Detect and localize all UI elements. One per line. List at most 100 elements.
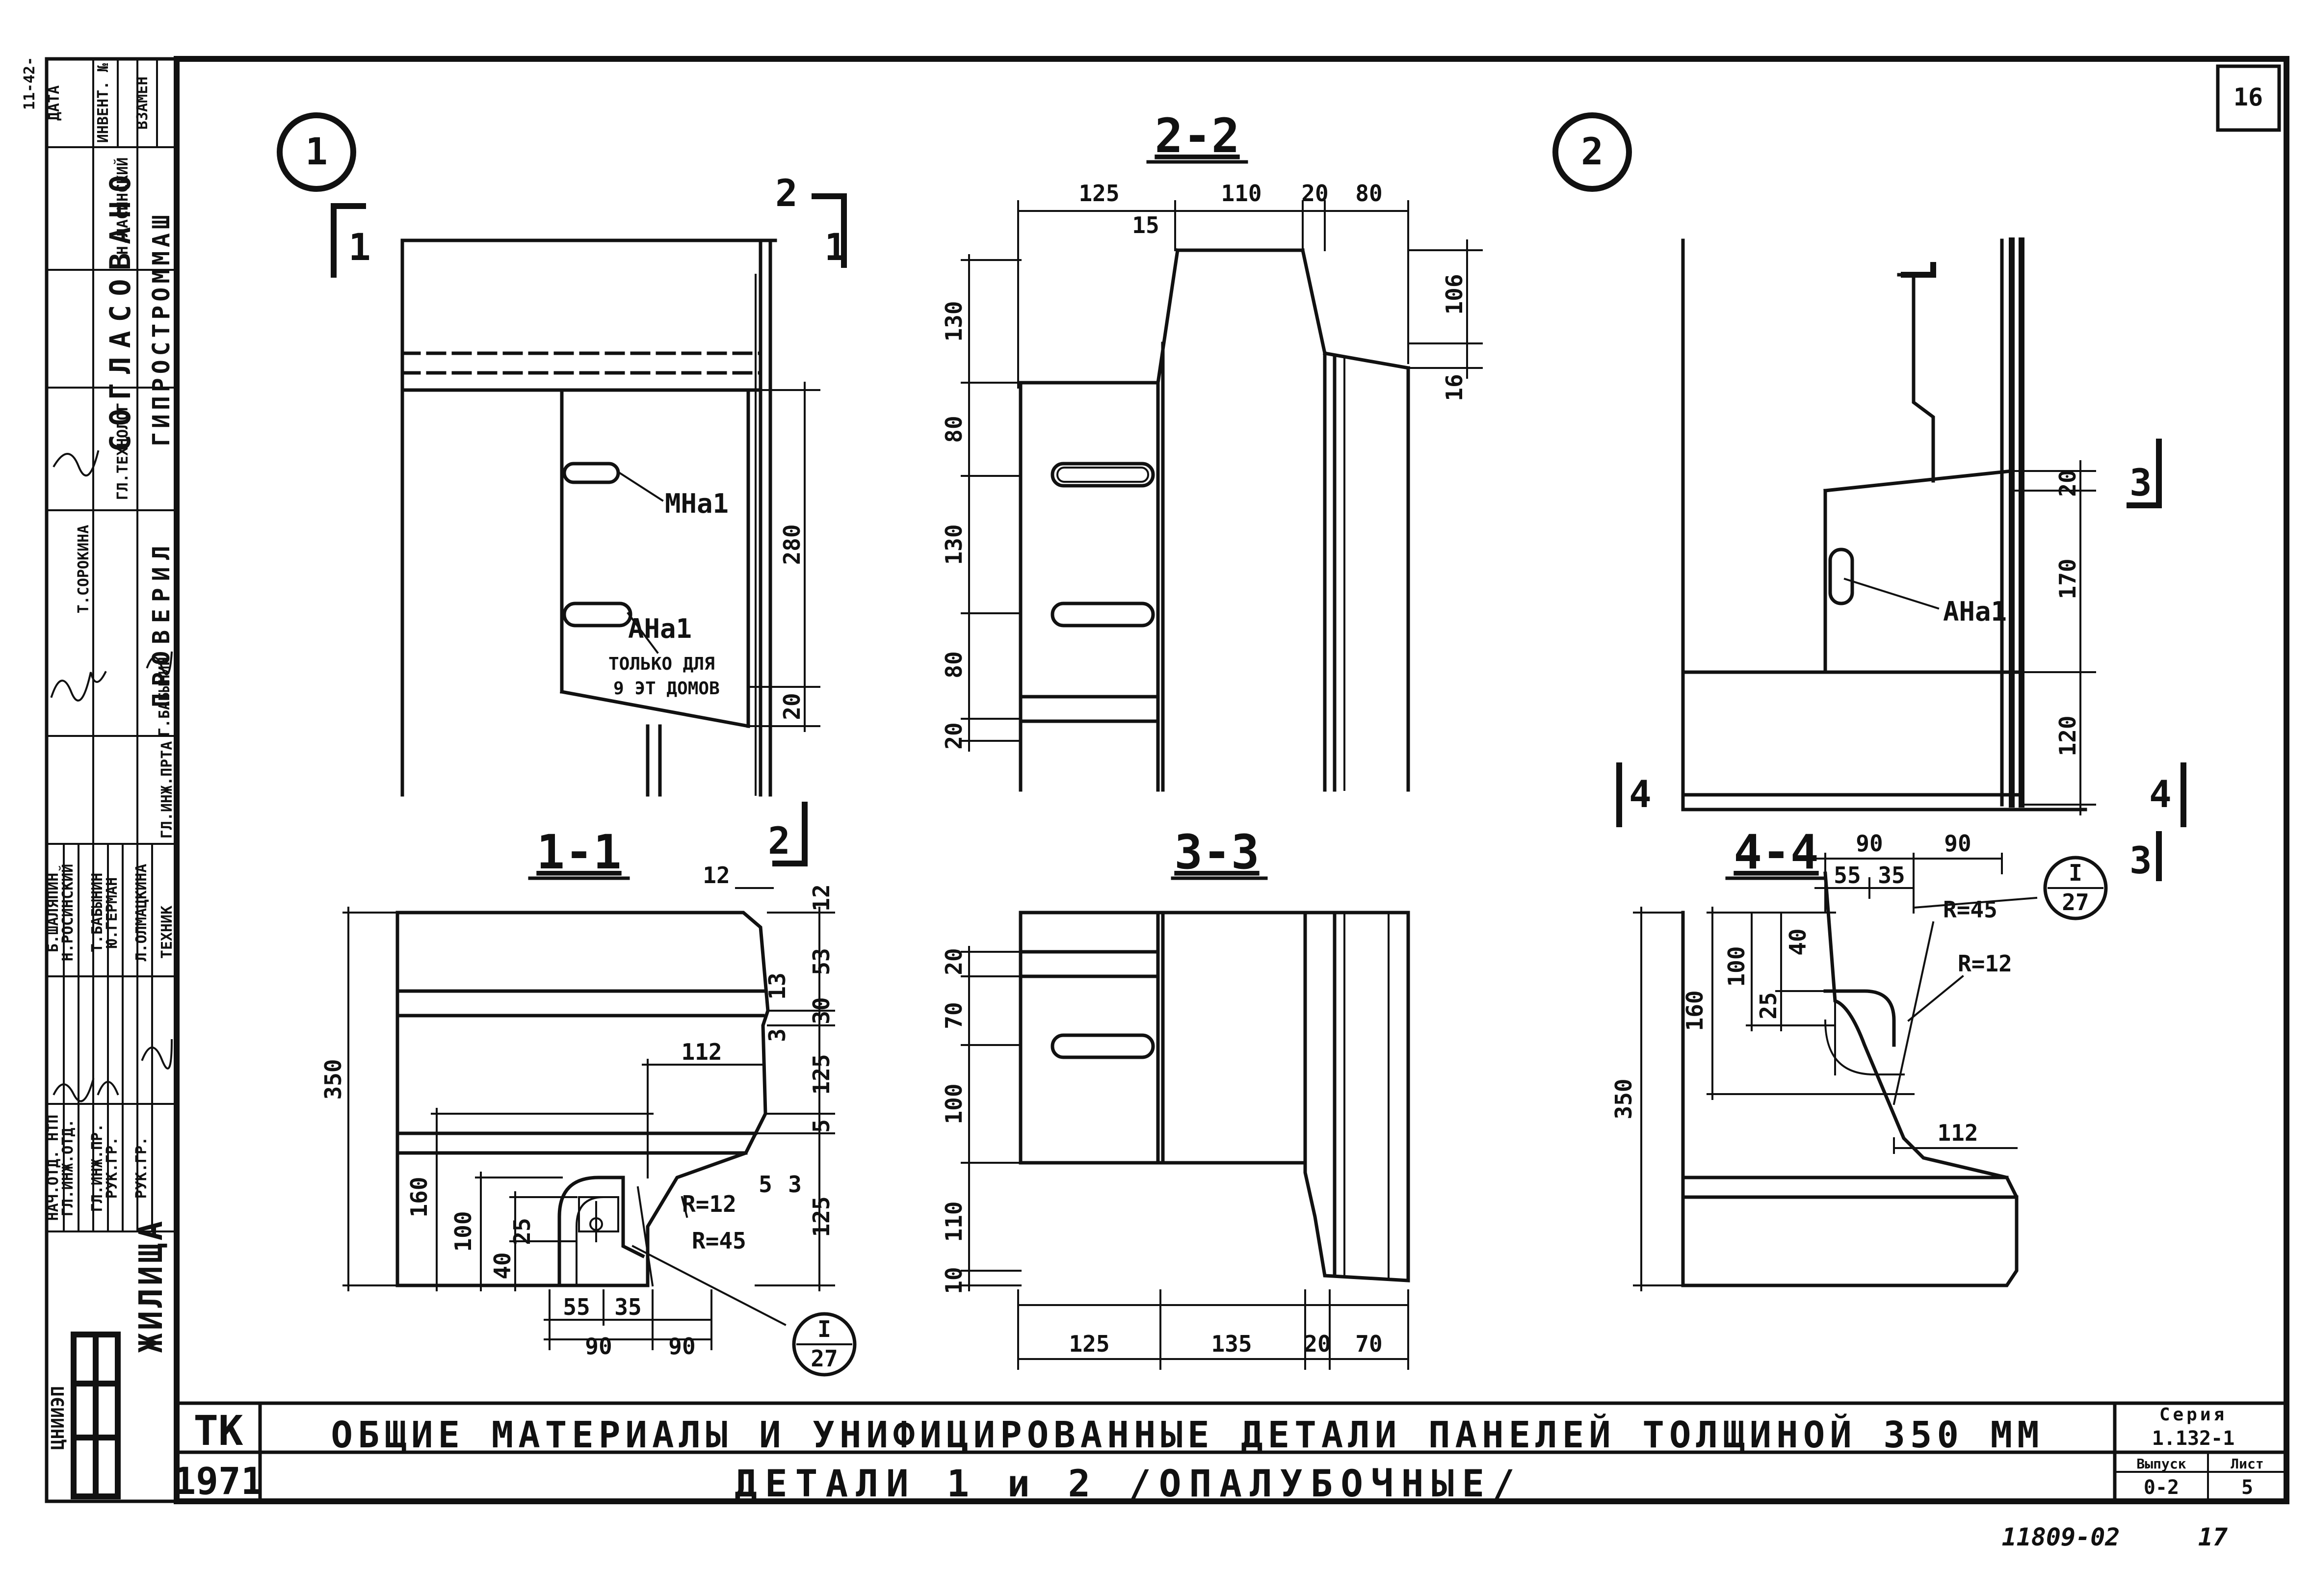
sheet-label: Лист <box>2231 1456 2263 1472</box>
stamp-title-name-1: Т.СОРОКИНА <box>75 525 92 614</box>
stamp-title-1: ТЕХНИК <box>158 906 176 959</box>
dim-s33-20b: 20 <box>1304 1331 1331 1357</box>
dim-s33-110: 110 <box>941 1201 967 1242</box>
dim-s11-90a: 90 <box>585 1333 612 1360</box>
detail-1-view <box>277 112 847 866</box>
dim-s44-350: 350 <box>1610 1078 1637 1119</box>
main-title: ОБЩИЕ МАТЕРИАЛЫ И УНИФИЦИРОВАННЫЕ ДЕТАЛИ… <box>331 1413 2044 1456</box>
detail-2-view <box>1552 112 2186 881</box>
dim-s33-20a: 20 <box>941 948 967 975</box>
sheet-number: 16 <box>2233 83 2263 111</box>
dim-s11-100: 100 <box>450 1211 476 1252</box>
cut-marker-4-left: 4 <box>1629 772 1652 816</box>
stamp-title-4: Н.ЛАСИНСКИЙ <box>114 157 131 255</box>
section-3-3-view <box>961 876 1410 1370</box>
dim-s22-16: 16 <box>1441 374 1468 401</box>
dim-s22-80b: 80 <box>941 651 967 678</box>
ref-den-s44: 27 <box>2062 889 2089 916</box>
sub-title: ДЕТАЛИ 1 и 2 /ОПАЛУБОЧНЫЕ/ <box>735 1462 1523 1505</box>
dim-s11-90b: 90 <box>668 1333 695 1360</box>
page-number: 17 <box>2198 1523 2228 1551</box>
dim-s33-10: 10 <box>941 1267 967 1294</box>
stamp-col-date: ДАТА <box>46 85 63 121</box>
section-4-4-view <box>1633 853 2108 1291</box>
cut-marker-1-left: 1 <box>348 225 371 269</box>
dim-s22-130b: 130 <box>941 524 967 565</box>
dim-s44-40: 40 <box>1785 928 1811 955</box>
stamp-name-4: Ю.ГЕРМАН <box>104 877 121 948</box>
org-vertical: ЦНИИЭП <box>48 1386 68 1450</box>
dim-s11-13: 13 <box>764 972 790 999</box>
stamp-col-inv: ИНВЕНТ. № <box>95 63 112 143</box>
cut-marker-3-top: 3 <box>2129 461 2152 504</box>
issue-label: Выпуск <box>2136 1456 2186 1472</box>
dim-s44-100: 100 <box>1723 946 1750 987</box>
radius-r45-s44: R=45 <box>1943 896 1997 923</box>
section-1-1-label: 1-1 <box>536 825 621 880</box>
callout-only-for: ТОЛЬКО ДЛЯ <box>608 654 715 674</box>
callout-ana1-detail1: АНа1 <box>628 613 692 644</box>
dim-s44-160: 160 <box>1681 990 1708 1031</box>
stamp-role-3: ГЛ.ИНЖ.ПР. <box>89 1124 106 1212</box>
dim-s44-55: 55 <box>1834 862 1861 889</box>
dim-d2-170: 170 <box>2054 558 2081 599</box>
sheet-value: 5 <box>2241 1476 2253 1499</box>
title-code: ТК <box>193 1407 243 1455</box>
dim-s11-160: 160 <box>406 1177 432 1217</box>
stamp-agreed: СОГЛАСОВАНО <box>104 166 137 452</box>
section-3-3-label: 3-3 <box>1174 825 1259 880</box>
dim-s44-25: 25 <box>1755 992 1782 1019</box>
cut-marker-4-right: 4 <box>2149 772 2172 816</box>
stamp-name-5: Л.ОЛМАЦКИНА <box>133 864 150 962</box>
org-logo <box>71 1332 121 1499</box>
radius-r12-s44: R=12 <box>1958 950 2012 977</box>
stamp-col-replace: ВЗАМЕН <box>134 77 151 130</box>
dim-d1-20: 20 <box>779 693 805 720</box>
series-value: 1.132-1 <box>2152 1427 2235 1450</box>
cut-marker-3-bottom: 3 <box>2129 838 2152 882</box>
dim-s33-70b: 70 <box>1355 1331 1382 1357</box>
dim-s44-90b: 90 <box>1944 830 1971 857</box>
dim-s11-3b: 3 <box>788 1171 802 1198</box>
issue-value: 0-2 <box>2144 1476 2179 1499</box>
dim-s33-100: 100 <box>941 1083 967 1124</box>
title-year: 1971 <box>173 1459 263 1503</box>
stamp-name-1: Б.ШАЛЯПИН <box>45 873 62 953</box>
signatures <box>50 450 173 1102</box>
radius-r45-s11: R=45 <box>692 1228 746 1254</box>
dim-s22-80: 80 <box>1355 180 1382 207</box>
stamp-role-1: НАЧ.ОТД. НТП <box>45 1115 62 1221</box>
dim-s22-110: 110 <box>1221 180 1261 207</box>
callout-ana1-detail2: АНа1 <box>1943 596 2007 627</box>
stamp-institute: ГИПРОСТРОММАШ <box>148 211 175 446</box>
dim-s11-112: 112 <box>681 1039 722 1065</box>
dim-s22-20: 20 <box>1301 180 1328 207</box>
section-2-2-label: 2-2 <box>1155 108 1239 163</box>
stamp-title-3: ГЛ.ТЕХНОЛОГ <box>114 403 131 500</box>
dim-d2-120: 120 <box>2054 715 2081 756</box>
dim-s11-3a: 3 <box>764 1028 790 1042</box>
dim-s44-90a: 90 <box>1856 830 1883 857</box>
radius-r12-s11: R=12 <box>682 1191 736 1217</box>
cut-marker-2-bottom: 2 <box>768 819 790 863</box>
detail-2-number: 2 <box>1581 130 1603 173</box>
cut-marker-2-top: 2 <box>775 171 798 215</box>
detail-1-number: 1 <box>305 130 328 173</box>
dim-s11-125b: 125 <box>808 1196 835 1237</box>
dim-s11-5b: 5 <box>759 1171 772 1198</box>
dim-s11-53: 53 <box>808 948 835 975</box>
dim-s11-25: 25 <box>509 1218 535 1245</box>
stamp-role-2: ГЛ.ИНЖ.ОТД. <box>59 1119 77 1217</box>
section-4-4-label: 4-4 <box>1734 825 1818 880</box>
ref-num-s11: I <box>817 1316 831 1342</box>
dim-d2-20: 20 <box>2054 470 2081 497</box>
cut-marker-1-right: 1 <box>824 225 847 269</box>
callout-mna1: МНа1 <box>665 488 729 519</box>
org-subtitle: ЖИЛИЩА <box>132 1218 170 1353</box>
dim-s11-350: 350 <box>320 1059 346 1099</box>
dim-d1-280: 280 <box>779 524 805 565</box>
ref-den-s11: 27 <box>811 1345 838 1372</box>
approval-stamp <box>45 57 179 1503</box>
dim-s22-80a: 80 <box>941 416 967 443</box>
